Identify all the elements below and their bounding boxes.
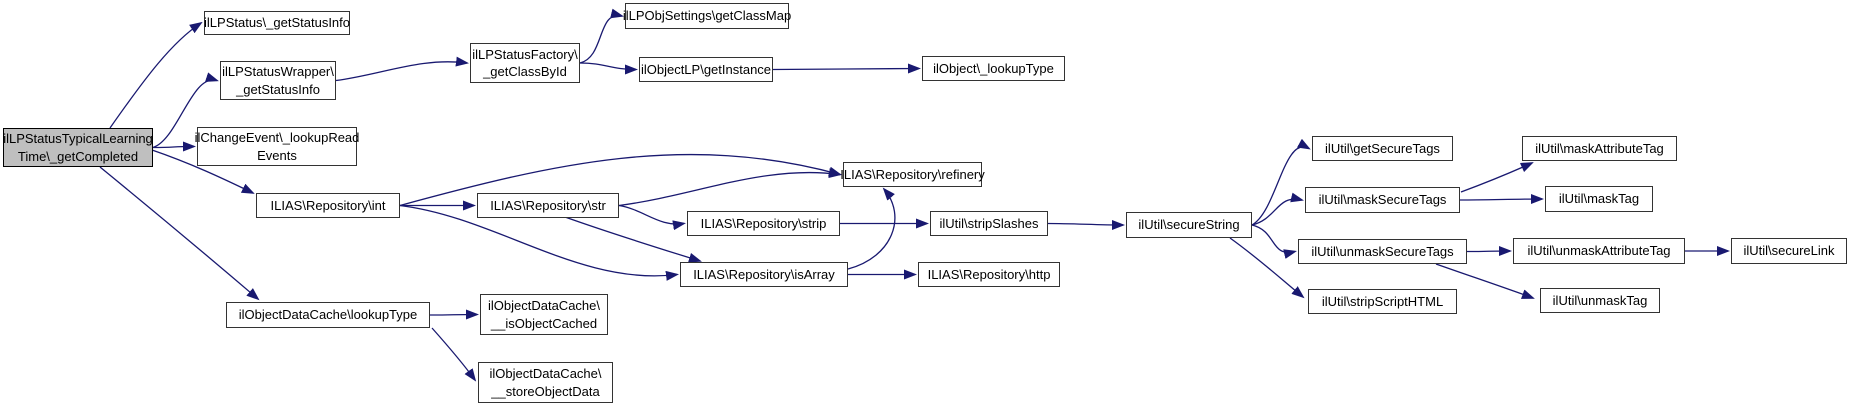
graph-node-label: ilUtil\getSecureTags bbox=[1325, 140, 1440, 156]
graph-node-util_securestring[interactable]: ilUtil\secureString bbox=[1126, 212, 1252, 238]
graph-node-odc_lookup[interactable]: ilObjectDataCache\lookupType bbox=[226, 302, 430, 328]
call-edge-util_securestring-to-util_stripscripthtml bbox=[1229, 237, 1305, 299]
graph-node-label: _getClassById bbox=[483, 64, 567, 79]
call-edge-root-to-lp_wrapper bbox=[152, 72, 219, 149]
call-edge-odc_lookup-to-odc_storedata bbox=[431, 327, 477, 382]
call-edge-odc_lookup-to-odc_iscached bbox=[429, 309, 479, 320]
graph-node-label: ILIAS\Repository\isArray bbox=[693, 266, 835, 282]
graph-node-label: ilObject\_lookupType bbox=[933, 60, 1054, 76]
call-edge-root-to-change_event bbox=[152, 141, 196, 152]
graph-node-lp_wrapper[interactable]: ilLPStatusWrapper\_getStatusInfo bbox=[220, 61, 336, 100]
graph-node-label: ilUtil\maskTag bbox=[1558, 191, 1640, 207]
graph-node-util_maskattributetag[interactable]: ilUtil\maskAttributeTag bbox=[1522, 136, 1677, 161]
graph-node-label: ilUtil\unmaskTag bbox=[1552, 292, 1648, 308]
graph-node-objlp_instance[interactable]: ilObjectLP\getInstance bbox=[639, 57, 773, 82]
call-edge-lp_factory-to-lp_classmap bbox=[579, 8, 624, 64]
graph-node-util_unmasktag[interactable]: ilUtil\unmaskTag bbox=[1540, 288, 1660, 313]
graph-node-repo_int[interactable]: ILIAS\Repository\int bbox=[256, 193, 400, 218]
graph-node-label: ilLPStatusWrapper\ bbox=[222, 64, 334, 80]
graph-node-lp_classmap[interactable]: ilLPObjSettings\getClassMap bbox=[622, 3, 792, 29]
graph-node-label: ilUtil\unmaskSecureTags bbox=[1311, 243, 1454, 259]
call-edge-util_stripslashes-to-util_securestring bbox=[1047, 219, 1125, 230]
graph-node-label: __storeObjectData bbox=[491, 383, 600, 399]
graph-node-label: ILIAS\Repository\refinery bbox=[840, 166, 985, 182]
graph-node-label: ilObjectDataCache\ bbox=[488, 298, 600, 314]
graph-node-obj_lookuptype[interactable]: ilObject\_lookupType bbox=[922, 56, 1065, 81]
call-edge-repo_str-to-repo_strip bbox=[618, 204, 686, 231]
graph-node-label: __isObjectCached bbox=[490, 315, 598, 331]
call-edge-repo_str-to-repo_refinery bbox=[618, 168, 842, 207]
call-edge-util_securestring-to-util_masksecuretags bbox=[1251, 192, 1304, 226]
call-edge-lp_wrapper-to-lp_factory bbox=[335, 56, 469, 82]
graph-node-repo_strip[interactable]: ILIAS\Repository\strip bbox=[687, 211, 840, 236]
call-edge-util_unmasksecuretags-to-util_unmasktag_edge_dummy bbox=[1435, 263, 1535, 299]
graph-node-label: ilUtil\secureLink bbox=[1743, 243, 1835, 259]
graph-node-label: ILIAS\Repository\strip bbox=[700, 215, 827, 231]
graph-node-label: ilUtil\maskAttributeTag bbox=[1535, 140, 1664, 156]
graph-node-label: ilUtil\stripSlashes bbox=[939, 215, 1039, 231]
call-edge-objlp_instance-to-obj_lookuptype bbox=[772, 63, 921, 74]
graph-node-util_unmaskattributetag[interactable]: ilUtil\unmaskAttributeTag bbox=[1513, 238, 1685, 264]
graph-node-label: ILIAS\Repository\int bbox=[270, 197, 386, 213]
graph-node-label: ilLPStatus\_getStatusInfo bbox=[204, 15, 350, 31]
graph-node-repo_isarray[interactable]: ILIAS\Repository\isArray bbox=[680, 262, 848, 287]
graph-node-label: Time\_getCompleted bbox=[17, 148, 139, 164]
graph-node-label: ilUtil\secureString bbox=[1138, 217, 1240, 233]
call-edge-util_masksecuretags-to-util_masktag bbox=[1459, 194, 1544, 205]
graph-node-label: ilLPStatusFactory\ bbox=[472, 46, 578, 62]
call-edge-root-to-lp_status_info bbox=[109, 21, 203, 129]
graph-node-util_stripscripthtml[interactable]: ilUtil\stripScriptHTML bbox=[1308, 289, 1457, 314]
graph-node-odc_storedata[interactable]: ilObjectDataCache\__storeObjectData bbox=[478, 362, 613, 403]
graph-node-label: _getStatusInfo bbox=[236, 81, 320, 97]
graph-node-repo_refinery[interactable]: ILIAS\Repository\refinery bbox=[840, 162, 985, 187]
graph-node-repo_str[interactable]: ILIAS\Repository\str bbox=[477, 193, 619, 218]
graph-node-label: ilUtil\unmaskAttributeTag bbox=[1527, 243, 1671, 259]
graph-node-label: ILIAS\Repository\str bbox=[490, 197, 606, 213]
graph-node-label: ilLPStatusTypicalLearning bbox=[3, 131, 153, 147]
graph-node-label: ILIAS\Repository\http bbox=[927, 266, 1051, 282]
graph-node-label: ilUtil\maskSecureTags bbox=[1318, 192, 1447, 208]
call-edge-repo_int-to-repo_refinery bbox=[399, 153, 842, 207]
call-edge-util_securestring-to-util_unmasksecuretags bbox=[1251, 224, 1297, 259]
graph-node-label: Events bbox=[257, 147, 297, 163]
graph-node-label: ilUtil\stripScriptHTML bbox=[1321, 293, 1444, 309]
call-edge-lp_factory-to-objlp_instance bbox=[579, 62, 638, 75]
graph-node-lp_factory[interactable]: ilLPStatusFactory\ _getClassById bbox=[470, 43, 580, 83]
graph-node-util_unmasksecuretags[interactable]: ilUtil\unmaskSecureTags bbox=[1298, 239, 1467, 264]
graph-node-lp_status_info[interactable]: ilLPStatus\_getStatusInfo bbox=[204, 11, 350, 35]
graph-node-util_securelink[interactable]: ilUtil\secureLink bbox=[1731, 238, 1847, 264]
call-edge-repo_int-to-repo_isarray bbox=[399, 204, 679, 281]
graph-node-label: ilObjectDataCache\lookupType bbox=[238, 307, 418, 323]
graph-node-util_getsecuretags[interactable]: ilUtil\getSecureTags bbox=[1312, 136, 1453, 161]
graph-node-util_masksecuretags[interactable]: ilUtil\maskSecureTags bbox=[1305, 187, 1460, 213]
graph-node-repo_http[interactable]: ILIAS\Repository\http bbox=[918, 262, 1060, 287]
graph-node-label: ilObjectDataCache\ bbox=[489, 366, 602, 382]
call-edge-repo_isarray-to-repo_refinery bbox=[847, 187, 896, 270]
graph-node-label: ilLPObjSettings\getClassMap bbox=[622, 8, 792, 24]
graph-node-util_stripslashes[interactable]: ilUtil\stripSlashes bbox=[930, 211, 1048, 236]
call-edge-util_unmasksecuretags-to-util_unmaskattributetag bbox=[1466, 246, 1512, 257]
graph-node-label: ilObjectLP\getInstance bbox=[640, 61, 772, 77]
graph-node-label: ilChangeEvent\_lookupRead bbox=[194, 130, 360, 146]
call-edge-util_masksecuretags-to-util_maskattributetag bbox=[1460, 162, 1534, 193]
graph-node-util_masktag[interactable]: ilUtil\maskTag bbox=[1545, 186, 1653, 212]
graph-node-odc_iscached[interactable]: ilObjectDataCache\__isObjectCached bbox=[480, 294, 608, 335]
call-edge-util_securestring-to-util_getsecuretags bbox=[1251, 138, 1311, 226]
call-edge-root-to-repo_int bbox=[151, 149, 255, 194]
call-edge-repo_str-to-repo_isarray bbox=[564, 216, 702, 263]
call-edge-root-to-odc_lookup bbox=[99, 166, 260, 301]
